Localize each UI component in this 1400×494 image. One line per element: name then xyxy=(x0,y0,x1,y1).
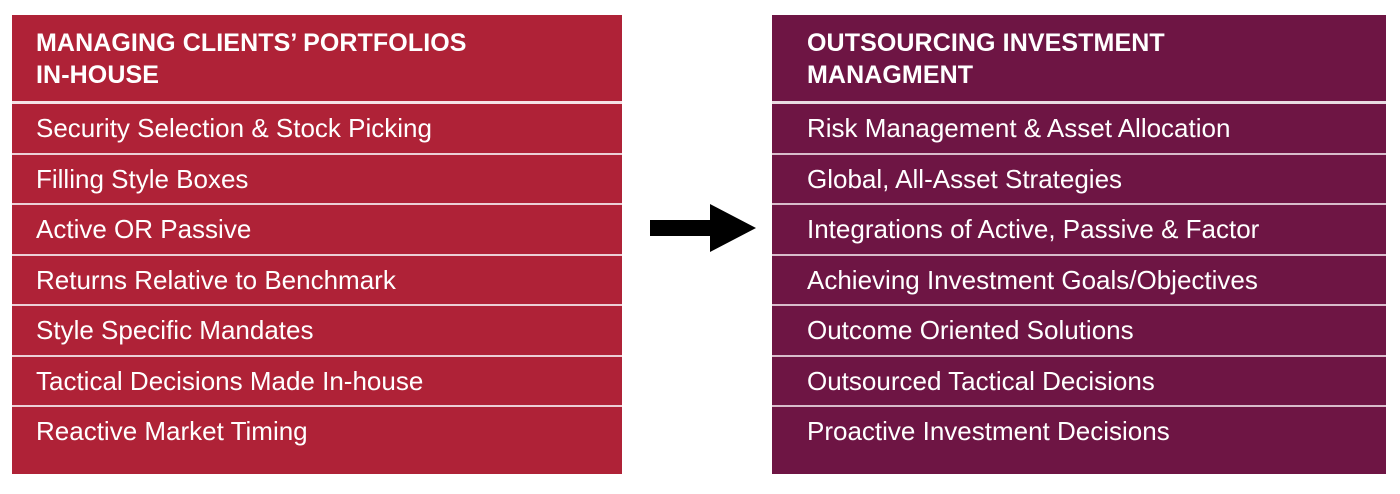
list-divider xyxy=(772,203,1386,205)
list-divider xyxy=(12,152,622,155)
left-panel-title-line-2: IN-HOUSE xyxy=(36,61,160,89)
list-item: Outcome Oriented Solutions xyxy=(807,315,1134,346)
list-item: Risk Management & Asset Allocation xyxy=(807,113,1231,144)
right-panel-header-divider xyxy=(772,101,1386,104)
list-divider xyxy=(12,354,622,357)
list-divider xyxy=(12,253,622,256)
list-item: Global, All-Asset Strategies xyxy=(807,163,1123,194)
list-divider xyxy=(772,253,1386,256)
list-item: Reactive Market Timing xyxy=(36,416,308,447)
right-panel-filler xyxy=(772,456,1386,475)
left-panel-title-line-1: MANAGING CLIENTS’ PORTFOLIOS xyxy=(36,29,467,57)
list-item: Security Selection & Stock Picking xyxy=(36,113,432,144)
left-panel-managing-in-house: MANAGING CLIENTS’ PORTFOLIOS IN-HOUSE Se… xyxy=(12,15,622,474)
right-arrow-icon xyxy=(648,196,758,260)
list-item: Tactical Decisions Made In-house xyxy=(36,365,424,396)
right-panel-header: OUTSOURCING INVESTMENT MANAGMENT xyxy=(772,15,1386,101)
list-divider xyxy=(12,405,622,407)
right-panel-title-line-1: OUTSOURCING INVESTMENT xyxy=(807,29,1165,57)
left-panel-item-list: Security Selection & Stock Picking Filli… xyxy=(12,104,622,474)
right-panel-outsourcing: OUTSOURCING INVESTMENT MANAGMENT Risk Ma… xyxy=(772,15,1386,474)
list-divider xyxy=(12,304,622,306)
list-item: Proactive Investment Decisions xyxy=(807,416,1170,447)
list-item: Outsourced Tactical Decisions xyxy=(807,365,1155,396)
list-divider xyxy=(772,304,1386,306)
list-item: Filling Style Boxes xyxy=(36,163,249,194)
list-item: Achieving Investment Goals/Objectives xyxy=(807,264,1258,295)
list-divider xyxy=(772,354,1386,357)
list-item: Integrations of Active, Passive & Factor xyxy=(807,214,1260,245)
right-panel-title-line-2: MANAGMENT xyxy=(807,61,974,89)
left-panel-filler xyxy=(12,456,622,475)
list-item: Active OR Passive xyxy=(36,214,252,245)
list-item: Returns Relative to Benchmark xyxy=(36,264,396,295)
list-divider xyxy=(12,203,622,205)
left-panel-header: MANAGING CLIENTS’ PORTFOLIOS IN-HOUSE xyxy=(12,15,622,101)
right-panel-item-list: Risk Management & Asset Allocation Globa… xyxy=(772,104,1386,474)
list-divider xyxy=(772,152,1386,155)
left-panel-header-divider xyxy=(12,101,622,104)
list-item: Style Specific Mandates xyxy=(36,315,314,346)
list-divider xyxy=(772,405,1386,407)
